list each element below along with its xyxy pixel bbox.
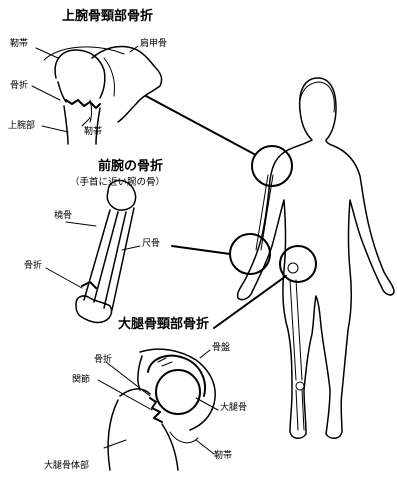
hip-drawing: [108, 349, 215, 470]
femur-shaft-label: 大腿骨体部: [44, 462, 89, 471]
hip-fracture-label: 骨折: [94, 356, 112, 365]
joint-label: 関節: [72, 376, 90, 385]
hip-ligament-label: 靭帯: [214, 452, 232, 461]
humerus-label: 上腕部: [8, 122, 35, 131]
upper-arm-fracture-label: 骨折: [10, 82, 28, 91]
ligament-label-top: 靭帯: [10, 40, 28, 49]
femoral-neck-title: 大腿骨頸部骨折: [118, 318, 209, 331]
femur-label: 大腿骨: [220, 404, 247, 413]
connector-line-shoulder: [146, 96, 254, 154]
forearm-subtitle: （手首に近い腕の骨）: [70, 178, 165, 188]
ulna-label: 尺骨: [142, 240, 160, 249]
forearm-drawing: [76, 180, 136, 322]
pelvis-label: 骨盤: [212, 344, 230, 353]
connector-line-hip: [214, 276, 286, 328]
connector-line-wrist: [172, 246, 230, 254]
ligament-label-mid: 靭帯: [84, 128, 102, 137]
radius-label: 橈骨: [54, 212, 72, 221]
upper-arm-title: 上腕骨頸部骨折: [62, 10, 153, 23]
scapula-label: 肩甲骨: [140, 40, 167, 49]
shoulder-drawing: [44, 46, 162, 144]
forearm-title: 前腕の骨折: [98, 160, 163, 173]
forearm-fracture-label: 骨折: [24, 262, 42, 271]
